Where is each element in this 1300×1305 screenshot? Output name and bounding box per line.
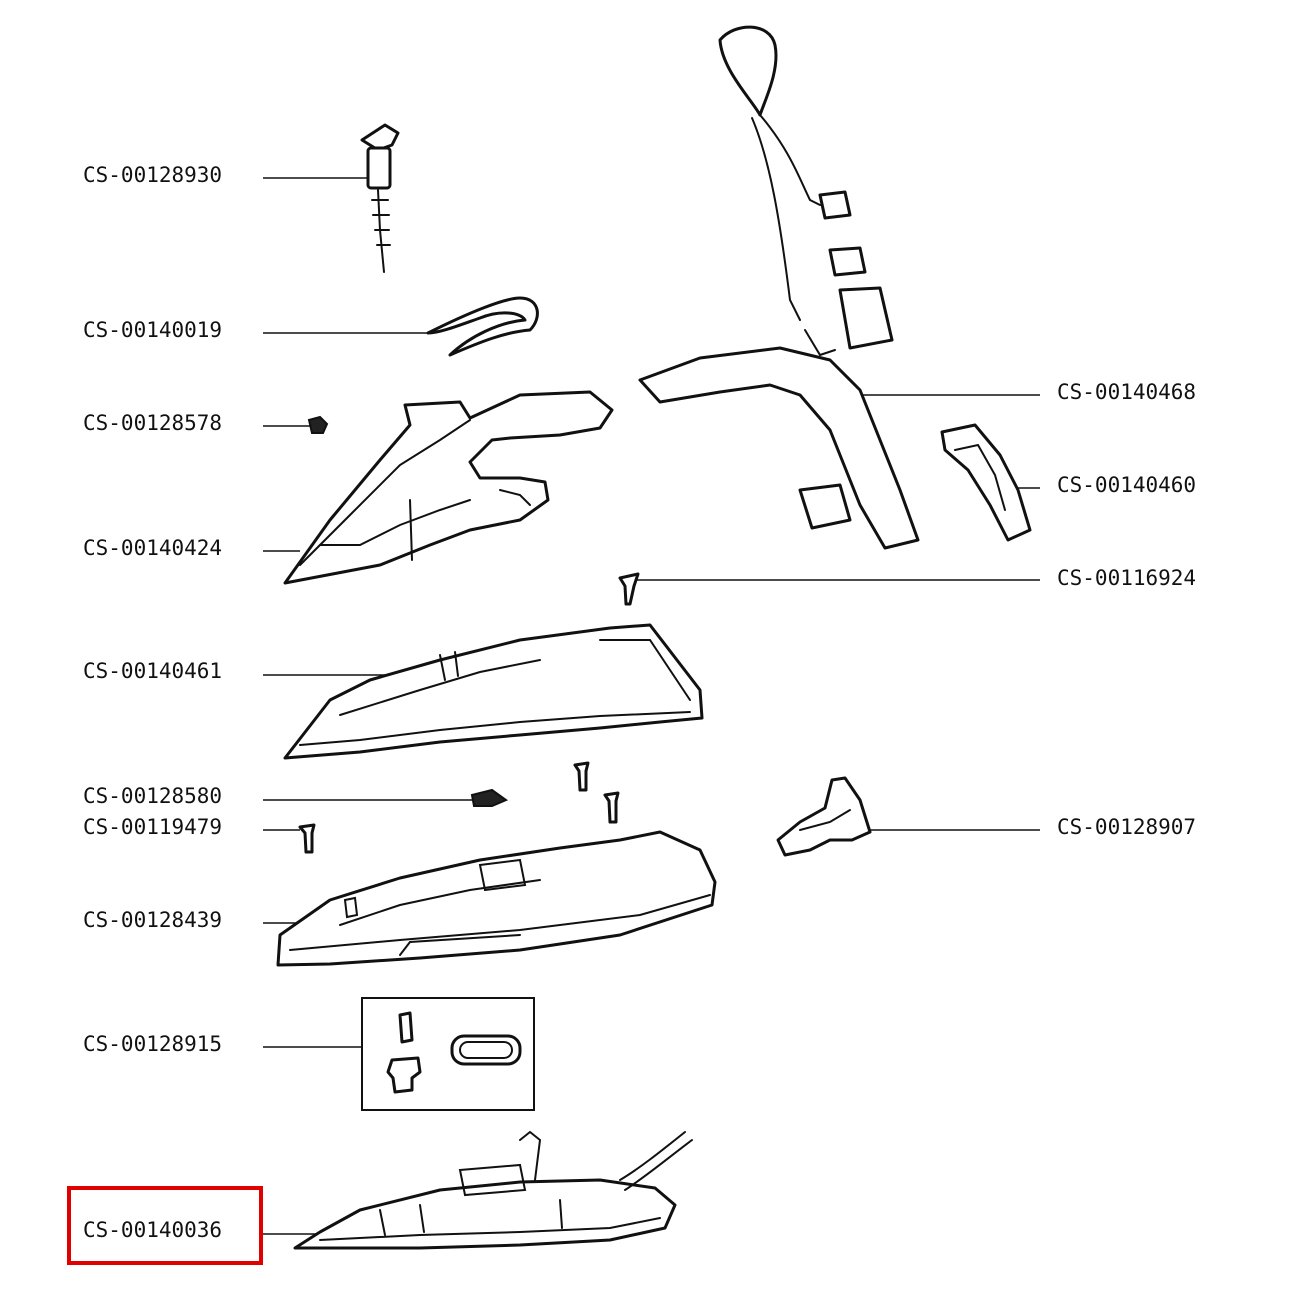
label-cs-00140460[interactable]: CS-00140460 [1057,473,1196,497]
part-trim-strip[interactable] [426,296,539,357]
part-screw-b[interactable] [603,791,620,824]
label-cs-00116924[interactable]: CS-00116924 [1057,566,1196,590]
part-valve-kit[interactable] [361,997,535,1111]
label-cs-00140019[interactable]: CS-00140019 [83,318,222,342]
part-screw-116924[interactable] [618,572,640,606]
label-cs-00128907[interactable]: CS-00128907 [1057,815,1196,839]
part-thermostat-rod[interactable] [360,123,400,273]
label-cs-00128439[interactable]: CS-00128439 [83,908,222,932]
label-cs-00128580[interactable]: CS-00128580 [83,784,222,808]
part-switch-module[interactable] [776,776,872,857]
part-upper-housing[interactable] [283,390,614,585]
part-steam-chamber[interactable] [276,830,717,967]
selected-part-highlight [67,1186,263,1265]
part-screw-a[interactable] [573,761,590,792]
part-screw-119479[interactable] [298,823,316,854]
label-cs-00140036[interactable]: CS-00140036 [83,1218,222,1242]
label-cs-00140468[interactable]: CS-00140468 [1057,380,1196,404]
label-cs-00128930[interactable]: CS-00128930 [83,163,222,187]
part-soleplate[interactable] [293,1130,693,1250]
part-small-clip[interactable] [470,788,509,807]
part-small-cap[interactable] [307,415,329,434]
label-cs-00128578[interactable]: CS-00128578 [83,411,222,435]
label-cs-00119479[interactable]: CS-00119479 [83,815,222,839]
part-middle-housing[interactable] [283,623,704,760]
label-cs-00140424[interactable]: CS-00140424 [83,536,222,560]
label-cs-00140461[interactable]: CS-00140461 [83,659,222,683]
part-handle-and-cord[interactable] [638,25,920,550]
part-side-cover[interactable] [940,423,1032,542]
label-cs-00128915[interactable]: CS-00128915 [83,1032,222,1056]
